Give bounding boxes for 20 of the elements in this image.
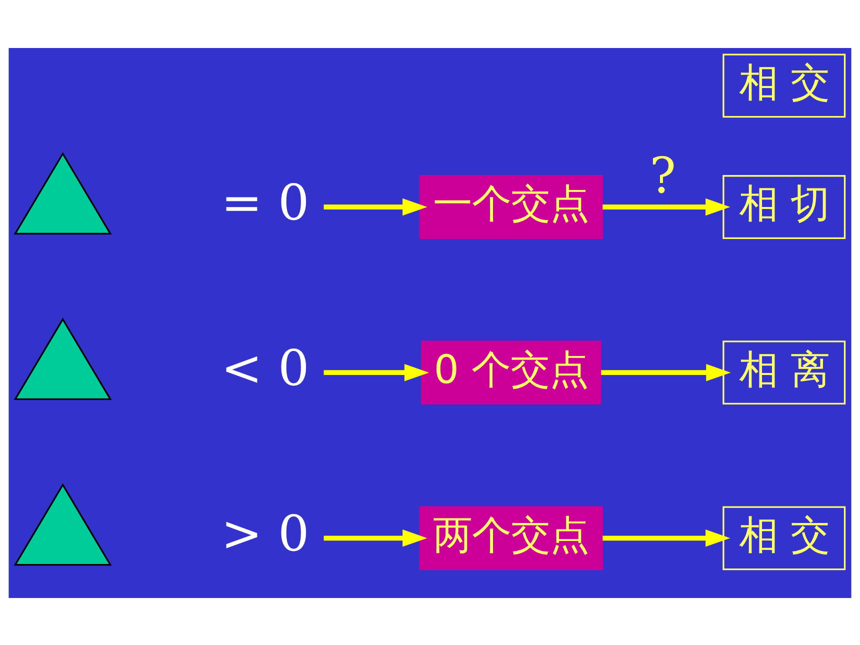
node-text: = 0 <box>221 172 310 231</box>
node-triangle <box>14 152 112 234</box>
arrow <box>602 198 730 216</box>
arrow <box>324 529 428 546</box>
node-box: 相 切 <box>722 174 846 238</box>
arrow <box>324 363 430 381</box>
arrow <box>601 363 731 381</box>
edge-label: ? <box>650 146 676 204</box>
node-box: 相 离 <box>722 340 846 404</box>
node-text: < 0 <box>221 338 310 396</box>
arrow <box>324 198 428 216</box>
node-triangle <box>14 317 112 400</box>
node-triangle <box>14 482 112 566</box>
node-box: 相 交 <box>722 53 846 118</box>
node-box: 一个交点 <box>419 174 603 238</box>
node-box: 相 交 <box>722 506 846 570</box>
arrow <box>602 529 730 546</box>
node-text: > 0 <box>221 504 310 562</box>
node-box: 0 个交点 <box>420 340 602 404</box>
node-box: 两个交点 <box>419 506 603 570</box>
